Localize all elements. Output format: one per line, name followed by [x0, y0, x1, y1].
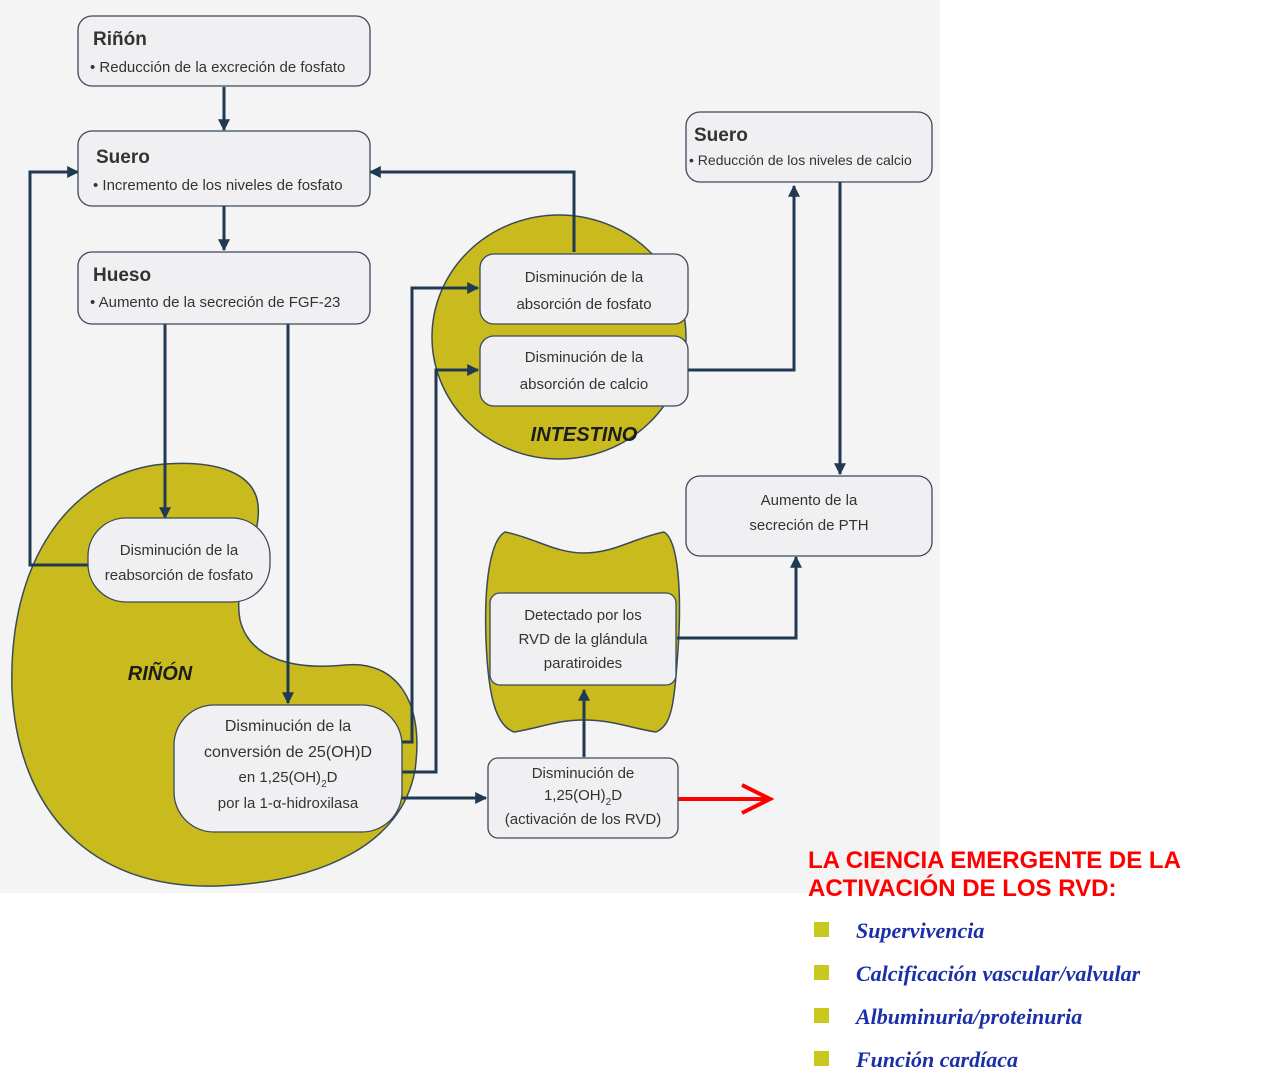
arrow-reabsorcion-to-suero: [28, 166, 88, 567]
dism125-line2: 1,25(OH)2D: [544, 787, 622, 808]
emergent-list: Supervivencia Calcificación vascular/val…: [808, 909, 1278, 1081]
box-conversion-25ohd: Disminución de la conversión de 25(OH)D …: [173, 704, 403, 833]
rinon-organ-label: RIÑÓN: [128, 661, 193, 685]
box-suero-right-text: • Reducción de los niveles de calcio: [689, 152, 912, 168]
rvd-line1: Detectado por los: [524, 607, 642, 624]
box-absorcion-calcio: Disminución de la absorción de calcio: [479, 335, 689, 407]
conversion-line1: Disminución de la: [225, 718, 351, 735]
intestino-label: INTESTINO: [531, 424, 638, 446]
arrow-rvd-to-pth: [677, 555, 802, 640]
arrow-calcio-to-suero-right: [688, 184, 800, 372]
square-bullet-icon: [814, 922, 829, 937]
square-bullet-icon: [814, 1008, 829, 1023]
box-suero-right-title: Suero: [694, 125, 748, 146]
box-hueso: Hueso • Aumento de la secreción de FGF-2…: [77, 251, 371, 325]
reabsorcion-line1: Disminución de la: [120, 542, 239, 559]
reabsorcion-line2: reabsorción de fosfato: [105, 567, 253, 584]
dism125-line1: Disminución de: [532, 765, 635, 782]
emergent-title: LA CIENCIA EMERGENTE DE LA ACTIVACIÓN DE…: [808, 847, 1181, 902]
box-hueso-text: • Aumento de la secreción de FGF-23: [90, 294, 340, 311]
box-suero-left-title: Suero: [96, 147, 150, 168]
box-secrecion-pth: Aumento de la secreción de PTH: [685, 475, 933, 557]
rvd-line3: paratiroides: [544, 655, 622, 672]
pth-line1: Aumento de la: [761, 492, 858, 509]
abs-calcio-line2: absorción de calcio: [520, 376, 648, 393]
box-hueso-title: Hueso: [93, 265, 151, 286]
square-bullet-icon: [814, 1051, 829, 1066]
box-suero-fosfato: Suero • Incremento de los niveles de fos…: [77, 130, 371, 207]
emergent-item-text: Supervivencia: [856, 918, 985, 943]
abs-calcio-line1: Disminución de la: [525, 349, 644, 366]
conversion-line2: conversión de 25(OH)D: [204, 744, 372, 761]
box-disminucion-125ohd: Disminución de 1,25(OH)2D (activación de…: [487, 757, 679, 839]
box-reabsorcion-fosfato: Disminución de la reabsorción de fosfato: [87, 517, 271, 603]
abs-fosfato-line2: absorción de fosfato: [516, 296, 651, 313]
arrow-conversion-to-abs-calcio: [402, 364, 480, 774]
conversion-line4: por la 1-α-hidroxilasa: [218, 795, 359, 812]
box-rinon-title: Riñón: [93, 29, 147, 50]
emergent-item-text: Albuminuria/proteinuria: [856, 1004, 1083, 1029]
emergent-item: Calcificación vascular/valvular: [808, 952, 1278, 995]
box-rvd-glandula: Detectado por los RVD de la glándula par…: [489, 592, 677, 686]
box-rinon-excrecion: Riñón • Reducción de la excreción de fos…: [77, 15, 371, 87]
emergent-item: Función cardíaca: [808, 1038, 1278, 1081]
arrow-fosfato-to-suero: [368, 166, 576, 252]
box-absorcion-fosfato: Disminución de la absorción de fosfato: [479, 253, 689, 325]
emergent-science-panel: LA CIENCIA EMERGENTE DE LA ACTIVACIÓN DE…: [808, 847, 1278, 1081]
pth-line2: secreción de PTH: [749, 517, 868, 534]
emphasis-arrow: [678, 783, 775, 815]
emergent-item-text: Función cardíaca: [856, 1047, 1018, 1072]
conversion-line3: en 1,25(OH)2D: [239, 769, 338, 790]
emergent-item: Supervivencia: [808, 909, 1278, 952]
rvd-line2: RVD de la glándula: [519, 631, 649, 648]
vitamin-d-flow-diagram: Riñón • Reducción de la excreción de fos…: [0, 0, 940, 893]
abs-fosfato-line1: Disminución de la: [525, 269, 644, 286]
box-rinon-text: • Reducción de la excreción de fosfato: [90, 59, 345, 76]
arrow-conversion-to-abs-fosfato: [402, 282, 480, 744]
box-suero-left-text: • Incremento de los niveles de fosfato: [93, 177, 343, 194]
dism125-line3: (activación de los RVD): [505, 811, 661, 828]
square-bullet-icon: [814, 965, 829, 980]
emergent-item: Albuminuria/proteinuria: [808, 995, 1278, 1038]
emergent-item-text: Calcificación vascular/valvular: [856, 961, 1141, 986]
box-suero-calcio: Suero • Reducción de los niveles de calc…: [685, 111, 933, 183]
